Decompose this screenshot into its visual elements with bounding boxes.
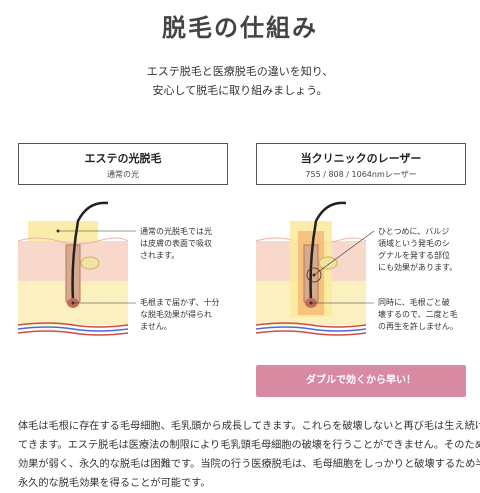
card-subtitle: 755 / 808 / 1064nmレーザー (305, 170, 417, 179)
note-line: は皮膚の表面で吸収 (140, 239, 212, 248)
intro-line: エステ脱毛と医療脱毛の違いを知り、 (146, 65, 334, 78)
note-line: の再生を許しません。 (378, 322, 458, 331)
note-line: 通常の光脱毛では光 (140, 227, 212, 236)
card-title: エステの光脱毛 (84, 152, 162, 165)
intro-text: エステ脱毛と医療脱毛の違いを知り、 安心して脱毛に取り組みましょう。 (0, 62, 480, 100)
double-effect-button[interactable]: ダブルで効くから早い！ (256, 365, 466, 397)
light-surface-note: 通常の光脱毛では光 は皮膚の表面で吸収 されます。 (140, 226, 230, 262)
note-line: 毛根まで届かず、十分 (140, 298, 220, 307)
card-subtitle: 通常の光 (107, 170, 139, 179)
note-line: ません。 (140, 322, 172, 331)
body-line: 体毛は毛根に存在する毛母細胞、毛乳頭から成長してきます。これらを破壊しないと再び… (18, 421, 480, 432)
note-line: 壊するので、二度と毛 (378, 310, 458, 319)
intro-line: 安心して脱毛に取り組みましょう。 (152, 84, 328, 97)
hair-follicle-illustration (255, 201, 466, 339)
page-title: 脱毛の仕組み (162, 14, 318, 42)
light-root-note: 毛根まで届かず、十分 な脱毛効果が得られ ません。 (140, 297, 230, 333)
note-line: 同時に、毛根ごと破 (378, 298, 450, 307)
hair-follicle-illustration (17, 201, 228, 339)
note-line: にも効果があります。 (378, 263, 458, 272)
note-line: な脱毛効果が得られ (140, 310, 212, 319)
clinic-laser-card: 当クリニックのレーザー 755 / 808 / 1064nmレーザー (255, 143, 466, 339)
card-title: 当クリニックのレーザー (300, 152, 422, 165)
body-line: てきます。エステ脱毛は医療法の制限により毛乳頭毛母細胞の破壊を行うことができませ… (18, 440, 480, 451)
note-line: グナルを発する部位 (378, 251, 450, 260)
esthetic-light-card: エステの光脱毛 通常の光 通常の光脱毛では光 は皮膚 (17, 143, 230, 339)
note-line: ひとつめに、バルジ (378, 227, 450, 236)
note-line: されます。 (140, 251, 180, 260)
body-line: 効果が弱く、永久的な脱毛は困難です。当院の行う医療脱毛は、毛母細胞をしっかりと破… (18, 459, 480, 470)
note-line: 領域という発毛のシ (378, 239, 450, 248)
body-paragraph: 体毛は毛根に存在する毛母細胞、毛乳頭から成長してきます。これらを破壊しないと再び… (18, 417, 480, 493)
card-header: 当クリニックのレーザー 755 / 808 / 1064nmレーザー (256, 143, 466, 185)
bulge-region-note: ひとつめに、バルジ 領域という発毛のシ グナルを発する部位 にも効果があります。 (378, 226, 470, 274)
body-line: 永久的な脱毛効果を得ることが可能です。 (18, 478, 211, 489)
root-destruction-note: 同時に、毛根ごと破 壊するので、二度と毛 の再生を許しません。 (378, 297, 470, 333)
card-header: エステの光脱毛 通常の光 (18, 143, 228, 185)
